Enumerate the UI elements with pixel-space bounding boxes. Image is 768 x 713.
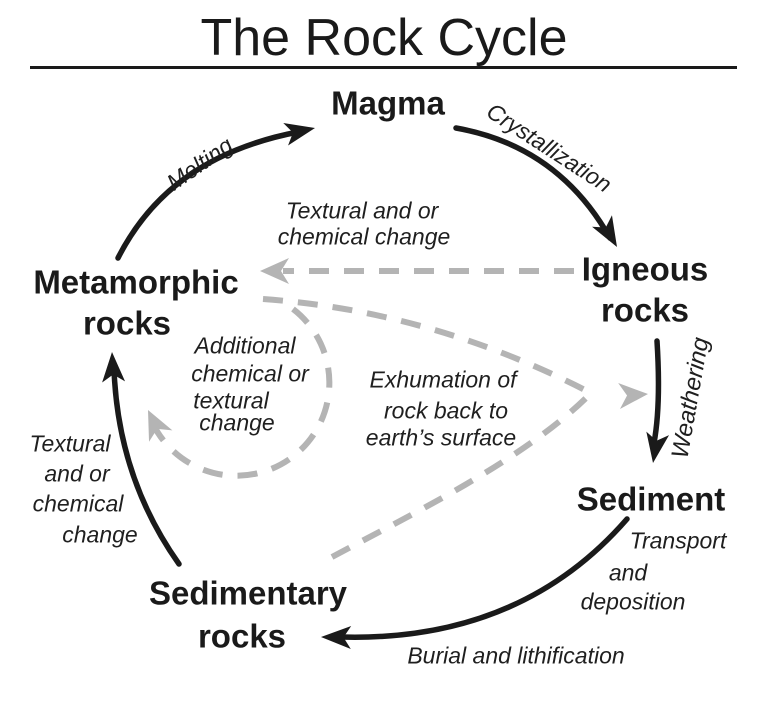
metamorphic-self-loop-dashed-arc	[150, 306, 333, 479]
node-igneous-line1: Igneous	[581, 250, 709, 288]
melting-arrow	[115, 129, 301, 261]
label-transport-line3: deposition	[580, 588, 686, 615]
label-exhumation-line3: earth’s surface	[365, 424, 517, 451]
metamorphic-exhumation-dashed-path	[262, 296, 587, 393]
label-textural-left-line2: and or	[44, 460, 110, 487]
label-additional-line4: change	[199, 409, 275, 436]
node-metamorphic-line1: Metamorphic	[33, 263, 239, 301]
label-additional-line1: Additional	[194, 332, 296, 359]
title-underline	[30, 66, 737, 69]
label-exhumation-line1: Exhumation of	[369, 366, 517, 393]
dashed-left-arrowhead-icon	[260, 258, 289, 284]
label-burial: Burial and lithification	[407, 642, 625, 669]
transport-arrowhead-icon	[321, 626, 352, 650]
metamorphic-arrowhead-icon	[102, 352, 126, 383]
label-transport-line1: Transport	[629, 527, 727, 554]
label-textural-top-line1: Textural and or	[285, 197, 439, 224]
label-textural-left-line4: change	[62, 521, 138, 548]
node-sediment: Sediment	[576, 480, 726, 518]
crystallization-arrow	[453, 125, 613, 241]
label-textural-left-line3: chemical	[32, 490, 124, 517]
melting-arrowhead-icon	[283, 122, 315, 146]
sedimentary-to-metamorphic-arrow	[111, 366, 182, 567]
self-loop-arrowhead-icon	[148, 410, 173, 442]
node-igneous-line2: rocks	[600, 291, 690, 329]
transport-deposition-arrow	[338, 516, 630, 640]
exhumation-arrowhead-icon	[618, 383, 648, 409]
label-transport-line2: and	[608, 559, 648, 586]
label-additional-line3: textural	[193, 387, 269, 414]
node-metamorphic-line2: rocks	[82, 304, 172, 342]
label-textural-top-line2: chemical change	[277, 223, 451, 250]
sedimentary-exhumation-dashed-path	[330, 395, 589, 560]
weathering-arrowhead-icon	[646, 431, 670, 463]
node-magma: Magma	[331, 84, 445, 122]
crystallization-arrowhead-icon	[592, 215, 617, 247]
node-sedimentary-line2: rocks	[197, 617, 287, 655]
page-title: The Rock Cycle	[200, 9, 568, 67]
label-textural-left-line1: Textural	[29, 430, 111, 457]
weathering-arrow	[651, 338, 662, 446]
label-additional-line2: chemical or	[191, 360, 309, 387]
label-exhumation-line2: rock back to	[384, 397, 508, 424]
node-sedimentary-line1: Sedimentary	[148, 574, 348, 612]
